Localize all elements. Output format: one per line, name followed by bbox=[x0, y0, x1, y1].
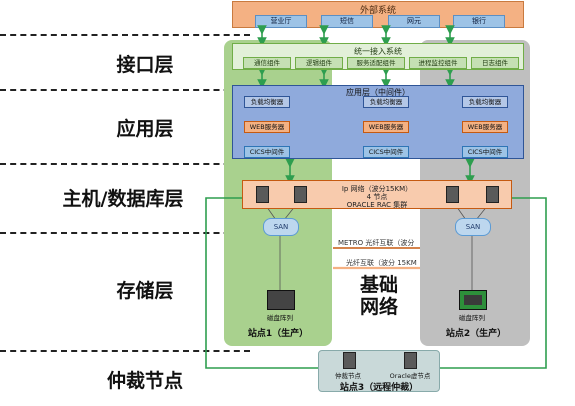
unified-component: 日志组件 bbox=[471, 57, 519, 69]
site3-label: 站点3（远程仲裁） bbox=[339, 383, 419, 393]
site1-label: 站点1（生产） bbox=[247, 329, 309, 339]
fiber-link-label: 光纤互联（波分 15KM bbox=[346, 259, 417, 267]
external-system-panel: 外部系统 营业厅 短信 网元 银行 bbox=[232, 1, 524, 28]
layer-label-storage: 存储层 bbox=[116, 280, 174, 302]
layer-divider bbox=[0, 350, 250, 352]
unified-component: 逻辑组件 bbox=[295, 57, 343, 69]
unified-component: 服务适配组件 bbox=[347, 57, 405, 69]
db-server-icon bbox=[294, 186, 307, 203]
disk-array-label: 磁盘阵列 bbox=[267, 314, 293, 322]
oracle-virtual-node-icon bbox=[404, 352, 417, 369]
site2-label: 站点2（生产） bbox=[445, 329, 507, 339]
unified-access-panel: 统一接入系统 通信组件 逻辑组件 服务适配组件 进程监控组件 日志组件 bbox=[232, 43, 524, 70]
db-rac-label: ORACLE RAC 集群 bbox=[346, 201, 408, 209]
external-item: 营业厅 bbox=[255, 15, 307, 28]
load-balancer: 负载均衡器 bbox=[462, 96, 508, 108]
layer-divider bbox=[0, 34, 250, 36]
base-network-label: 基础 网络 bbox=[346, 274, 412, 318]
web-server: WEB服务器 bbox=[363, 121, 409, 133]
cics-middleware: CICS中间件 bbox=[462, 146, 508, 158]
db-server-icon bbox=[486, 186, 499, 203]
layer-divider bbox=[0, 232, 250, 234]
unified-access-title: 统一接入系统 bbox=[354, 47, 402, 56]
external-item: 网元 bbox=[388, 15, 440, 28]
database-layer-panel: Ip 网络（波分15KM） 4 节点 ORACLE RAC 集群 bbox=[242, 180, 512, 209]
layer-divider bbox=[0, 163, 250, 165]
layer-divider bbox=[0, 89, 250, 91]
application-layer-title: 应用层（中间件） bbox=[346, 88, 410, 97]
db-server-icon bbox=[446, 186, 459, 203]
web-server: WEB服务器 bbox=[244, 121, 290, 133]
layer-label-host-db: 主机/数据库层 bbox=[62, 188, 184, 210]
load-balancer: 负载均衡器 bbox=[244, 96, 290, 108]
external-item: 短信 bbox=[321, 15, 373, 28]
layer-label-application: 应用层 bbox=[116, 118, 174, 140]
layer-label-interface: 接口层 bbox=[116, 54, 174, 76]
san-cloud-icon: SAN bbox=[263, 218, 299, 236]
base-network-line2: 网络 bbox=[359, 296, 398, 318]
disk-array-label: 磁盘阵列 bbox=[459, 314, 485, 322]
layer-label-arbitration: 仲裁节点 bbox=[106, 370, 183, 392]
disk-array-icon bbox=[459, 290, 487, 310]
cics-middleware: CICS中间件 bbox=[244, 146, 290, 158]
site3-arbiter-panel bbox=[318, 350, 440, 392]
oracle-virtual-node-label: Oracle虚节点 bbox=[389, 372, 431, 380]
db-network-label: Ip 网络（波分15KM） bbox=[341, 185, 413, 193]
web-server: WEB服务器 bbox=[462, 121, 508, 133]
load-balancer: 负载均衡器 bbox=[363, 96, 409, 108]
arbiter-node-label: 仲裁节点 bbox=[335, 372, 361, 380]
arbiter-server-icon bbox=[343, 352, 356, 369]
unified-component: 进程监控组件 bbox=[409, 57, 467, 69]
base-network-line1: 基础 bbox=[359, 274, 398, 296]
external-system-title: 外部系统 bbox=[359, 6, 396, 16]
unified-component: 通信组件 bbox=[243, 57, 291, 69]
external-item: 银行 bbox=[453, 15, 505, 28]
cics-middleware: CICS中间件 bbox=[363, 146, 409, 158]
disk-array-icon bbox=[267, 290, 295, 310]
metro-link-label: METRO 光纤互联（波分 bbox=[338, 239, 415, 247]
db-nodes-label: 4 节点 bbox=[366, 193, 388, 201]
san-cloud-icon: SAN bbox=[455, 218, 491, 236]
db-server-icon bbox=[256, 186, 269, 203]
